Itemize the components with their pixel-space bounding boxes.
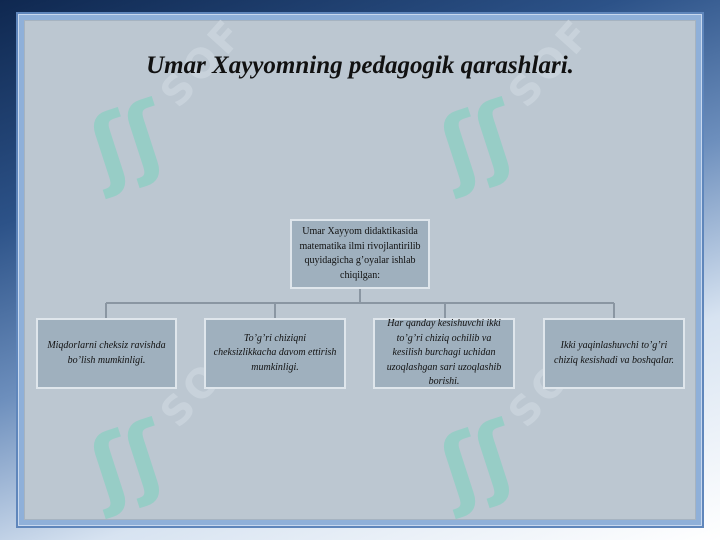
diagram-child-node: To’g’ri chiziqni cheksizlikkacha davom e… [204,318,346,389]
diagram-child-text: Har qanday kesishuvchi ikki to’g’ri chiz… [386,318,502,388]
diagram-child-node: Har qanday kesishuvchi ikki to’g’ri chiz… [373,318,515,389]
diagram-root-text: Umar Xayyom didaktikasida matematika ilm… [299,226,421,281]
diagram-child-text: To’g’ri chiziqni cheksizlikkacha davom e… [213,332,337,373]
diagram-child-text: Ikki yaqinlashuvchi to’g’ri chiziq kesis… [554,340,674,366]
diagram-child-node: Ikki yaqinlashuvchi to’g’ri chiziq kesis… [543,318,685,389]
diagram-child-text: Miqdorlarni cheksiz ravishda bo’lish mum… [47,340,166,366]
slide-title: Umar Xayyomning pedagogik qarashlari. [146,52,574,79]
diagram-root-node: Umar Xayyom didaktikasida matematika ilm… [290,219,430,289]
diagram-child-node: Miqdorlarni cheksiz ravishda bo’lish mum… [36,318,177,389]
